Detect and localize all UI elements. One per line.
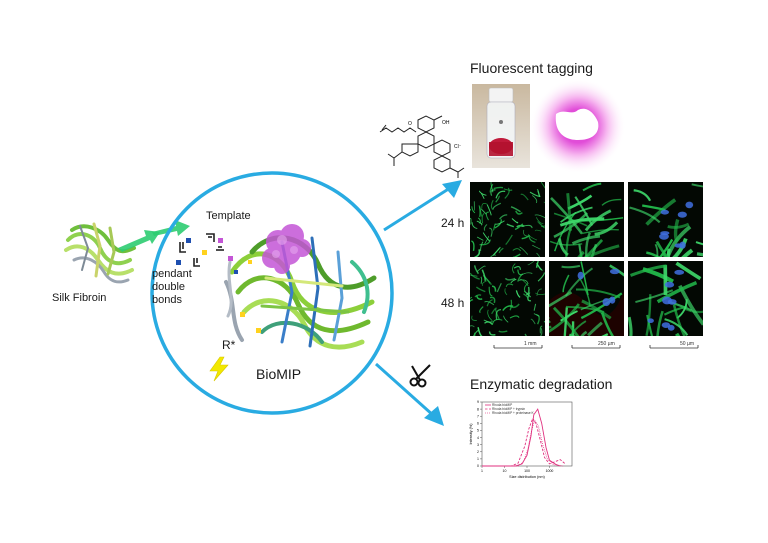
- row-label-24h: 24 h: [441, 216, 465, 230]
- y-tick-label: 3: [477, 443, 479, 447]
- y-tick-label: 6: [477, 422, 479, 426]
- legend-entry: Rhoda bioMIP + trypsin: [492, 407, 525, 411]
- silk-fibroin-label: Silk Fibroin: [52, 292, 107, 304]
- enzymatic-title: Enzymatic degradation: [470, 376, 613, 392]
- y-tick-label: 2: [477, 450, 479, 454]
- micrograph-tile: [549, 182, 624, 257]
- pendant-label-line2: double: [152, 281, 186, 293]
- scissors-icon: [409, 364, 431, 388]
- legend-entry: Rhoda bioMIP + proteinase K: [492, 411, 535, 415]
- x-tick-label: 100: [524, 469, 530, 473]
- y-tick-label: 4: [477, 436, 479, 440]
- series-line: [482, 419, 564, 467]
- biomip-label: BioMIP: [256, 366, 302, 382]
- micrograph-tile: [470, 261, 545, 336]
- x-tick-label: 10: [503, 469, 507, 473]
- vial-photo: [472, 84, 530, 168]
- scale-bar-1mm: 1 mm: [524, 341, 537, 347]
- lightning-bolt-icon: [209, 356, 229, 382]
- pendant-label-line3: bonds: [152, 294, 182, 306]
- y-tick-label: 1: [477, 457, 479, 461]
- legend-entry: Rhoda bioMIP: [492, 403, 512, 407]
- template-label: Template: [206, 210, 251, 222]
- arrow-to-degradation: [374, 362, 444, 426]
- y-tick-label: 7: [477, 414, 479, 418]
- micrograph-tile: [549, 261, 624, 336]
- micrograph-tile: [628, 261, 703, 336]
- y-tick-label: 9: [477, 400, 479, 404]
- molecule-cl: Cl⁻: [454, 144, 462, 150]
- pendant-double-bond-fragments: [176, 233, 224, 267]
- micrograph-tile: [470, 182, 545, 257]
- scale-bar-lines: [493, 345, 699, 349]
- row-label-48h: 48 h: [441, 296, 465, 310]
- scale-bar-50um: 50 µm: [680, 341, 694, 347]
- molecule-o: O: [408, 121, 412, 127]
- biomip-protein-cluster: [224, 224, 377, 350]
- x-tick-label: 1000: [546, 469, 554, 473]
- x-tick-label: 1: [481, 469, 483, 473]
- y-axis-label: Intensity (%): [469, 423, 473, 445]
- y-tick-label: 8: [477, 407, 479, 411]
- rhodamine-molecule: OH Cl⁻ O: [379, 115, 465, 178]
- series-line: [482, 408, 561, 467]
- pendant-label-line1: pendant: [152, 268, 192, 280]
- biomip-circle: [150, 171, 394, 415]
- micrograph-tile: [628, 182, 703, 257]
- y-tick-label: 0: [477, 464, 479, 468]
- arrow-to-fluorescent: [383, 180, 462, 232]
- series-line: [482, 417, 566, 467]
- template-molecule: [262, 224, 311, 274]
- y-tick-label: 5: [477, 429, 479, 433]
- fluorescent-disc: [530, 78, 626, 174]
- radical-label: R*: [222, 338, 236, 352]
- x-axis-label: Size distribution (nm): [509, 475, 545, 479]
- fluorescent-title: Fluorescent tagging: [470, 60, 593, 76]
- silk-fibroin-structure: [64, 222, 136, 284]
- scale-bar-250um: 250 µm: [598, 341, 615, 347]
- molecule-oh: OH: [442, 120, 450, 126]
